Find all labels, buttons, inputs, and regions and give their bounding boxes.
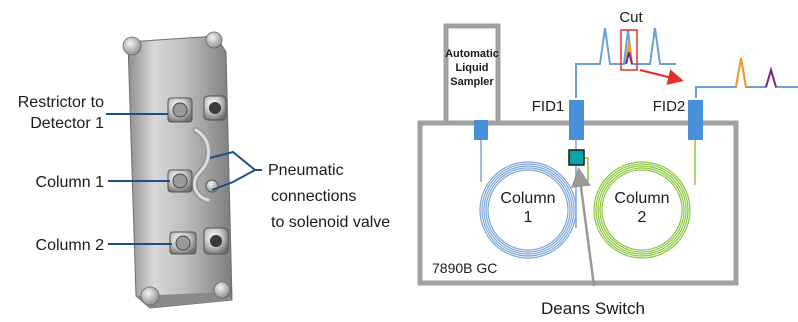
cut-box: [620, 29, 638, 71]
bolt-icon: [122, 36, 142, 56]
bolt-icon: [213, 281, 231, 299]
deans-switch-photo: [122, 31, 233, 309]
column2-label: Column 2: [36, 237, 105, 254]
sampler-label-line2: Liquid: [456, 62, 489, 74]
autosampler: [443, 23, 501, 126]
restrictor-label-line1: Restrictor to: [18, 94, 104, 111]
pneumatic-label-line1: Pneumatic: [268, 162, 344, 179]
deans-switch-pointer: [571, 167, 596, 287]
column2-coil-label-line2: 2: [638, 209, 647, 226]
deans-switch-label: Deans Switch: [541, 299, 645, 318]
cut-label: Cut: [619, 9, 643, 26]
fid1-block: [569, 100, 584, 140]
inlet-block: [474, 120, 488, 140]
fid1-label: FID1: [532, 98, 565, 115]
cut-transfer-arrow: [639, 69, 684, 85]
deans-switch-block: [568, 149, 585, 166]
column2-coil: [593, 161, 691, 259]
pneumatic-label-line3: to solenoid valve: [271, 214, 390, 231]
column2-coil-label-line1: Column: [614, 190, 669, 207]
fid1-chromatogram: [575, 27, 676, 98]
pneumatic-label-line2: connections: [271, 188, 356, 205]
sampler-label-line3: Sampler: [450, 76, 494, 88]
restrictor-label-line2: Detector 1: [30, 115, 104, 132]
fid2-block: [688, 100, 703, 140]
sampler-label-line1: Automatic: [445, 48, 499, 60]
restrictor-fitting: [167, 95, 227, 123]
fid2-label: FID2: [653, 98, 686, 115]
column1-coil-label-line1: Column: [500, 190, 555, 207]
column1-coil: [479, 161, 577, 259]
fid2-chromatogram: [695, 57, 798, 98]
column2-fitting: [169, 227, 229, 255]
oven-label: 7890B GC: [432, 260, 497, 276]
column1-coil-label-line2: 1: [524, 209, 533, 226]
gc-oven: [417, 120, 739, 286]
bolt-icon: [140, 286, 160, 306]
column1-label: Column 1: [36, 174, 105, 191]
bolt-icon: [205, 31, 223, 49]
callout-lines: [106, 113, 262, 245]
